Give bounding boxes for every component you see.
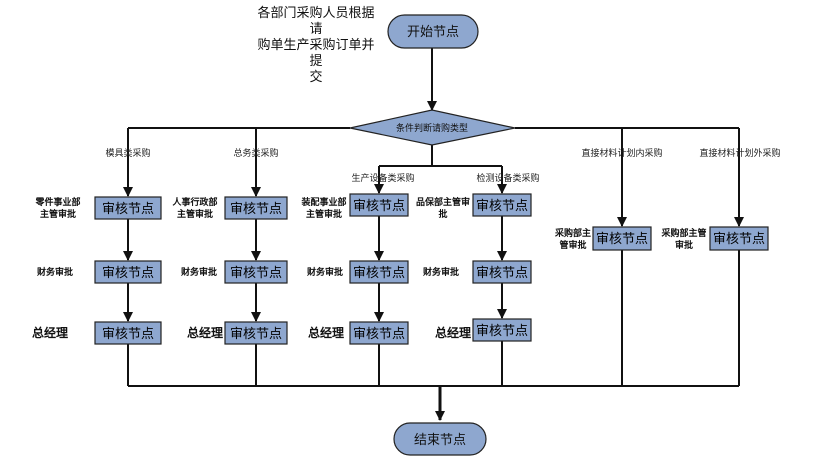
review-node-b3-r1[interactable]: 审核节点 [349, 193, 409, 217]
start-node-label: 开始节点 [407, 25, 459, 40]
finance-label-b4: 财务审批 [422, 266, 459, 278]
review-node-b1-r3[interactable]: 审核节点 [94, 321, 162, 345]
approver-label-b4-line2: 批 [438, 208, 447, 220]
gm-label-b3: 总经理 [308, 325, 344, 340]
review-node-label: 审核节点 [713, 232, 765, 247]
review-node-label: 审核节点 [102, 327, 154, 342]
gm-label-b2: 总经理 [187, 325, 223, 340]
branch-labels: 模具类采购 总务类采购 生产设备类采购 检测设备类采购 直接材料计划内采购 直接… [105, 147, 780, 184]
review-node-b1-r1[interactable]: 审核节点 [94, 196, 162, 220]
process-note-line1: 各部门采购人员根据请 [257, 6, 375, 37]
review-node-label: 审核节点 [353, 266, 405, 281]
approver-label-b1-line2: 主管审批 [40, 208, 76, 220]
review-node-label: 审核节点 [102, 266, 154, 281]
finance-labels: 财务审批 财务审批 财务审批 财务审批 [36, 266, 459, 278]
review-node-b4-r3[interactable]: 审核节点 [472, 318, 532, 342]
review-node-label: 审核节点 [476, 266, 528, 281]
review-node-label: 审核节点 [230, 266, 282, 281]
review-node-label: 审核节点 [102, 202, 154, 217]
approver-label-b1-line1: 零件事业部 [34, 196, 80, 208]
approver-label-b5-line2: 管审批 [559, 239, 586, 251]
start-node[interactable]: 开始节点 [387, 14, 479, 49]
branch-label-b6: 直接材料计划外采购 [699, 147, 780, 159]
review-node-label: 审核节点 [353, 327, 405, 342]
end-node[interactable]: 结束节点 [393, 422, 487, 456]
review-node-label: 审核节点 [230, 327, 282, 342]
branch-label-b4: 检测设备类采购 [476, 172, 539, 184]
approver-label-b2-line2: 主管审批 [177, 208, 213, 220]
branch-label-b3: 生产设备类采购 [351, 172, 414, 184]
branch-label-b1: 模具类采购 [105, 147, 150, 159]
process-note-line3: 交 [309, 70, 323, 85]
review-node-label: 审核节点 [230, 202, 282, 217]
review-node-b2-r1[interactable]: 审核节点 [224, 196, 288, 220]
finance-label-b2: 财务审批 [180, 266, 217, 278]
review-node-b4-r2[interactable]: 审核节点 [472, 260, 532, 284]
review-node-label: 审核节点 [476, 199, 528, 214]
review-node-b1-r2[interactable]: 审核节点 [94, 260, 162, 284]
finance-label-b3: 财务审批 [306, 266, 343, 278]
review-node-label: 审核节点 [596, 232, 648, 247]
approver-label-b6-line2: 审批 [675, 239, 693, 251]
review-node-b6[interactable]: 审核节点 [709, 226, 769, 251]
end-node-label: 结束节点 [414, 433, 466, 448]
review-node-b2-r3[interactable]: 审核节点 [224, 321, 288, 345]
process-note: 各部门采购人员根据请 购单生产采购订单并提 交 [254, 6, 378, 86]
review-node-b3-r3[interactable]: 审核节点 [349, 321, 409, 345]
decision-node-label: 条件判断请购类型 [396, 122, 468, 134]
review-node-label: 审核节点 [353, 199, 405, 214]
branch-label-b2: 总务类采购 [233, 147, 278, 159]
approver-label-b3-line2: 主管审批 [306, 208, 342, 220]
review-node-b3-r2[interactable]: 审核节点 [349, 260, 409, 284]
approver-label-b4-line1: 品保部主管审 [416, 196, 470, 208]
gm-label-b1: 总经理 [32, 325, 68, 340]
finance-label-b1: 财务审批 [36, 266, 73, 278]
approver-labels: 零件事业部 主管审批 人事行政部 主管审批 装配事业部 主管审批 品保部主管审 … [34, 196, 706, 251]
review-node-b5[interactable]: 审核节点 [592, 226, 652, 251]
review-node-b2-r2[interactable]: 审核节点 [224, 260, 288, 284]
branch-label-b5: 直接材料计划内采购 [581, 147, 662, 159]
approver-label-b5-line1: 采购部主 [554, 227, 591, 239]
approver-label-b6-line1: 采购部主管 [660, 227, 706, 239]
connectors [123, 48, 744, 421]
gm-labels: 总经理 总经理 总经理 总经理 [32, 325, 471, 340]
gm-label-b4: 总经理 [435, 325, 471, 340]
review-node-label: 审核节点 [476, 324, 528, 339]
process-note-line2: 购单生产采购订单并提 [257, 38, 375, 69]
review-node-b4-r1[interactable]: 审核节点 [472, 193, 532, 217]
approver-label-b2-line1: 人事行政部 [171, 196, 217, 208]
decision-node[interactable]: 条件判断请购类型 [349, 109, 516, 146]
approver-label-b3-line1: 装配事业部 [300, 196, 346, 208]
